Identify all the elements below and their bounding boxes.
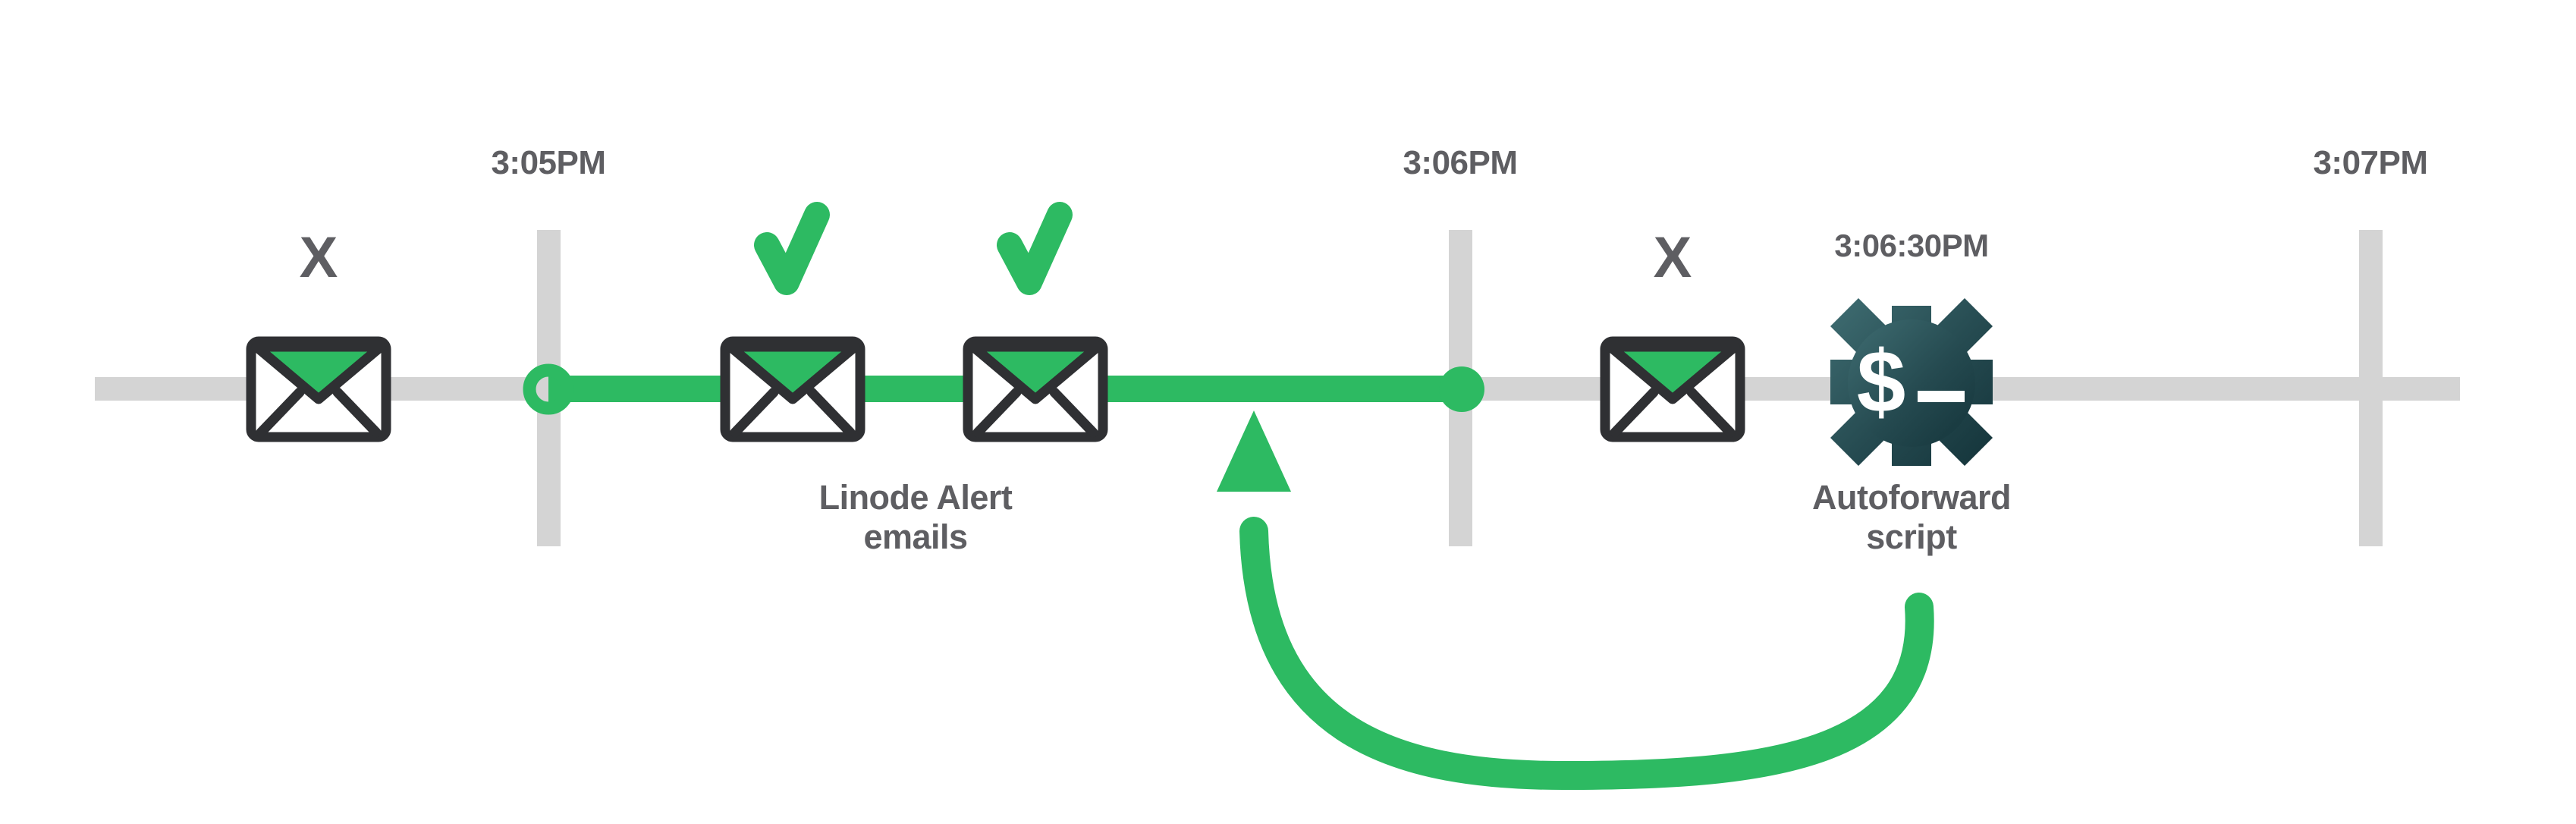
autoforward-time-label: 3:06:30PM — [1834, 228, 1989, 263]
tick-307pm — [2359, 230, 2383, 546]
autoforward-script-label: Autoforward script — [1812, 478, 2011, 556]
check-mark-icon — [754, 202, 830, 295]
envelope-icon — [1600, 336, 1745, 442]
axis-label-305pm: 3:05PM — [491, 144, 606, 181]
gear-dollar-icon: $ — [1830, 298, 1993, 466]
feedback-arrow — [1217, 410, 1934, 791]
ring-marker-start — [523, 363, 574, 415]
svg-text:$: $ — [1857, 332, 1906, 431]
axis-label-306pm: 3:06PM — [1403, 144, 1518, 181]
envelope-icon — [963, 336, 1108, 442]
x-mark-icon: X — [1653, 225, 1692, 290]
axis-label-307pm: 3:07PM — [2313, 144, 2428, 181]
envelope-icon — [246, 336, 391, 442]
dot-marker-end — [1439, 366, 1484, 412]
envelope-icon — [720, 336, 865, 442]
check-mark-icon — [997, 202, 1073, 295]
x-mark-icon: X — [299, 225, 338, 290]
linode-alert-emails-label: Linode Alert emails — [818, 478, 1013, 556]
